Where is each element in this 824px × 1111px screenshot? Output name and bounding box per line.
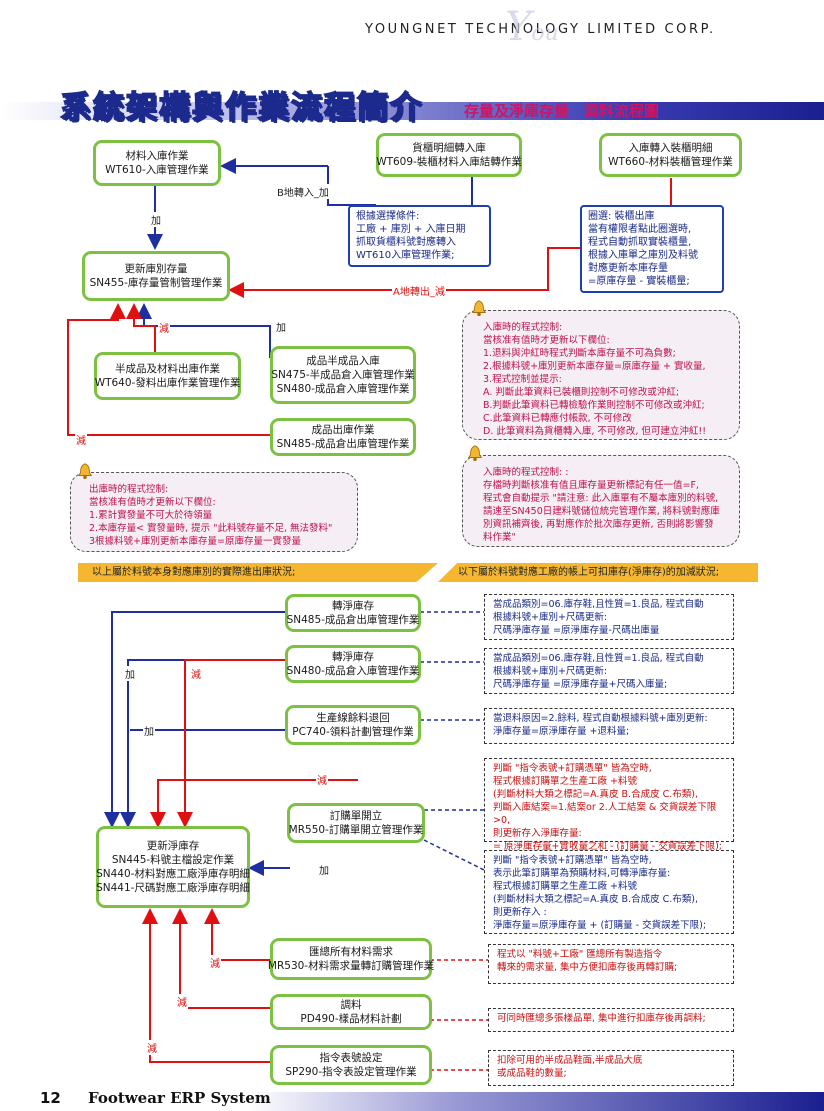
page-title: 系統架構與作業流程簡介 bbox=[59, 89, 423, 127]
label-sub-5: 減 bbox=[209, 955, 221, 970]
label-add-5: 加 bbox=[318, 862, 330, 877]
logo-watermark: You bbox=[505, 4, 559, 50]
note-sample-material: 可同時匯總多張樣品單, 集中進行扣庫存後再調料; bbox=[488, 1008, 734, 1032]
bell-icon bbox=[467, 445, 483, 462]
label-sub-4: 減 bbox=[316, 772, 328, 787]
banner-net-stock: 以下屬於料號對應工廠的帳上可扣庫存(淨庫存)的加減狀況; bbox=[438, 563, 758, 582]
label-add-3: 加 bbox=[124, 666, 136, 681]
label-sub-7: 減 bbox=[146, 1040, 158, 1055]
label-add-1: 加 bbox=[150, 212, 162, 227]
note-instruction-deduct: 扣除可用的半成品鞋面,半成品大底或成品鞋的數量; bbox=[488, 1050, 734, 1086]
note-purchase-prebuy: 判斷 "指令表號+訂購憑單" 皆為空時,表示此筆訂購單為預購材料,可轉淨庫存量:… bbox=[484, 850, 734, 934]
note-material-demand: 程式以 "料號+工廠" 匯總所有製造指令轉來的需求量, 集中方便扣庫存後再轉訂購… bbox=[488, 944, 734, 984]
rule-receiving-check: 入庫時的程式控制: :存檔時判斷核准有值且庫存量更新標記有任一值=F,程式會自動… bbox=[462, 455, 740, 547]
note-leftover-return: 當退料原因=2.餘料, 程式自動根據料號+庫別更新:淨庫存量=原淨庫存量 +退料… bbox=[484, 708, 734, 744]
label-sub-1: 減 bbox=[158, 320, 170, 335]
bell-icon bbox=[77, 463, 93, 480]
label-add-2: 加 bbox=[275, 319, 287, 334]
rule-receiving-control: 入庫時的程式控制:當核准有值時才更新以下欄位:1.退料與沖紅時程式判斷本庫存量不… bbox=[462, 310, 740, 440]
note-net-stock-out: 當成品類別=06.庫存鞋,且性質=1.良品, 程式自動根據料號+庫別+尺碼更新:… bbox=[484, 594, 734, 640]
label-b-transfer: B地轉入_加 bbox=[276, 184, 330, 199]
label-add-4: 加 bbox=[143, 723, 155, 738]
banner-actual-stock: 以上屬於料號本身對應庫別的實際進出庫狀況; bbox=[78, 563, 438, 582]
note-net-stock-in: 當成品類別=06.庫存鞋,且性質=1.良品, 程式自動根據料號+庫別+尺碼更新:… bbox=[484, 648, 734, 694]
label-sub-2: 減 bbox=[75, 432, 87, 447]
note-container-out: 圈選: 裝櫃出庫當有權限者點此圈選時,程式自動抓取實裝櫃量,根據入庫單之庫別及料… bbox=[580, 205, 724, 293]
system-name: Footwear ERP System bbox=[88, 1089, 271, 1107]
company-name: YOUNGNET TECHNOLOGY LIMITED CORP. bbox=[365, 22, 716, 37]
page-subtitle: 存量及淨庫存量 資料流程圖 bbox=[464, 102, 660, 120]
footer-band bbox=[0, 1092, 824, 1111]
note-purchase-received: 判斷 "指令表號+訂購憑單" 皆為空時,程式根據訂購單之生產工廠 +料號(判斷材… bbox=[484, 758, 734, 852]
label-sub-3: 減 bbox=[190, 666, 202, 681]
label-sub-6: 減 bbox=[176, 994, 188, 1009]
page-number: 12 bbox=[40, 1089, 61, 1107]
bell-icon bbox=[471, 300, 487, 317]
header-band bbox=[0, 102, 824, 120]
label-a-transfer: A地轉出_減 bbox=[392, 283, 446, 298]
